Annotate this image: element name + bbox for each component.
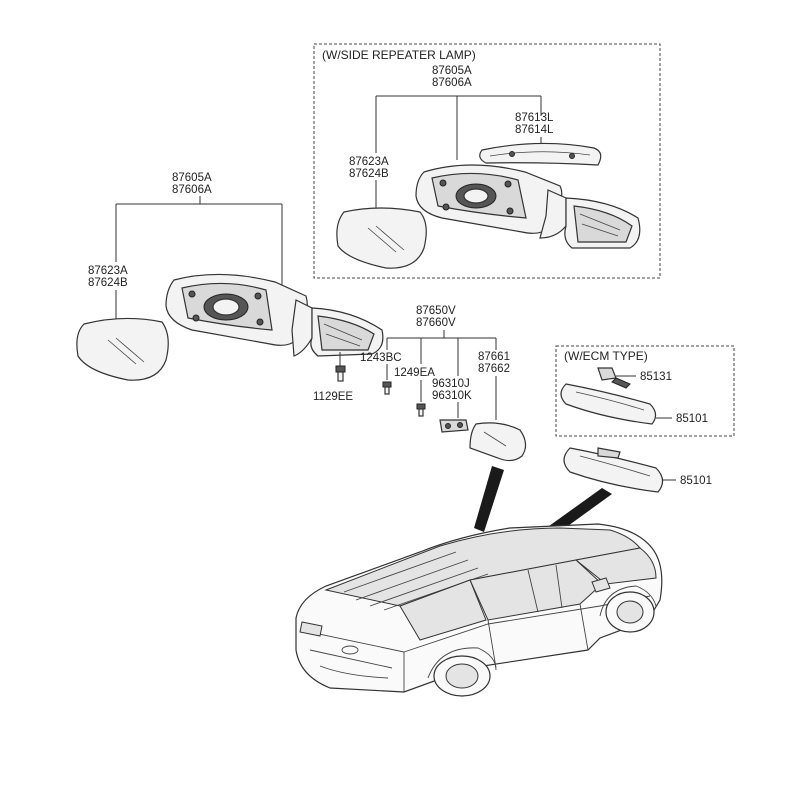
side-repeater-lamp (479, 142, 602, 166)
left-mirror-glass (76, 317, 169, 381)
side-repeater-lamp-box: (W/SIDE REPEATER LAMP) 87605A 87606A 876… (313, 43, 661, 279)
vehicle-suv (295, 523, 663, 697)
ecm-box-title: (W/ECM TYPE) (564, 349, 648, 363)
left-mirror-housing (165, 273, 384, 357)
label-top-glass-2: 87624B (349, 168, 389, 180)
side-repeater-box-border (313, 43, 661, 279)
cover-group-bar (387, 330, 496, 339)
ecm-inside-mirror (560, 383, 657, 425)
label-top-repeater-1: 87613L (515, 112, 554, 124)
label-top-mirror-assy-1: 87605A (432, 65, 472, 77)
ecm-box-border (555, 345, 735, 437)
side-repeater-box-title: (W/SIDE REPEATER LAMP) (322, 48, 476, 62)
label-cover-group-2: 87660V (416, 317, 456, 329)
label-cover-1: 87661 (478, 351, 510, 363)
label-top-mirror-assy-2: 87606A (432, 77, 472, 89)
label-bolt-a: 1243BC (360, 352, 402, 364)
left-mirror-leader (115, 196, 283, 290)
main-mirror-assembly: 87605A 87606A 87623A 87624B (76, 172, 384, 403)
label-left-glass-1: 87623A (88, 265, 128, 277)
top-mirror-leader (375, 95, 542, 160)
mirror-cover-87661 (469, 422, 527, 462)
top-mirror-housing (415, 164, 641, 249)
top-mirror-glass (336, 207, 427, 269)
label-cover-group-1: 87650V (416, 305, 456, 317)
ecm-connector-85131 (597, 367, 631, 389)
bolt-1249ea (416, 403, 426, 417)
label-left-mirror-assy-1: 87605A (172, 172, 212, 184)
label-clip-2: 96310K (432, 390, 472, 402)
label-clip-1: 96310J (432, 378, 470, 390)
label-inside-mirror: 85101 (680, 475, 712, 487)
clip-96310 (439, 419, 469, 433)
cover-group: 87650V 87660V 1243BC 1249EA 96310J 96310… (360, 305, 527, 462)
label-top-repeater-2: 87614L (515, 124, 554, 136)
inside-rear-view-mirror (563, 447, 664, 493)
ecm-type-box: (W/ECM TYPE) 85131 85101 (555, 345, 735, 437)
label-top-glass-1: 87623A (349, 156, 389, 168)
label-left-mirror-assy-2: 87606A (172, 184, 212, 196)
screw-1129ee (335, 365, 346, 382)
bolt-1243bc (382, 381, 392, 395)
pointer-arrow-side-mirror (474, 466, 504, 532)
label-cover-2: 87662 (478, 363, 510, 375)
label-ecm-part: 85131 (640, 371, 672, 383)
label-bolt-b: 1249EA (394, 367, 435, 379)
label-screw: 1129EE (313, 391, 353, 403)
label-ecm-mirror: 85101 (676, 413, 708, 425)
label-left-glass-2: 87624B (88, 277, 128, 289)
